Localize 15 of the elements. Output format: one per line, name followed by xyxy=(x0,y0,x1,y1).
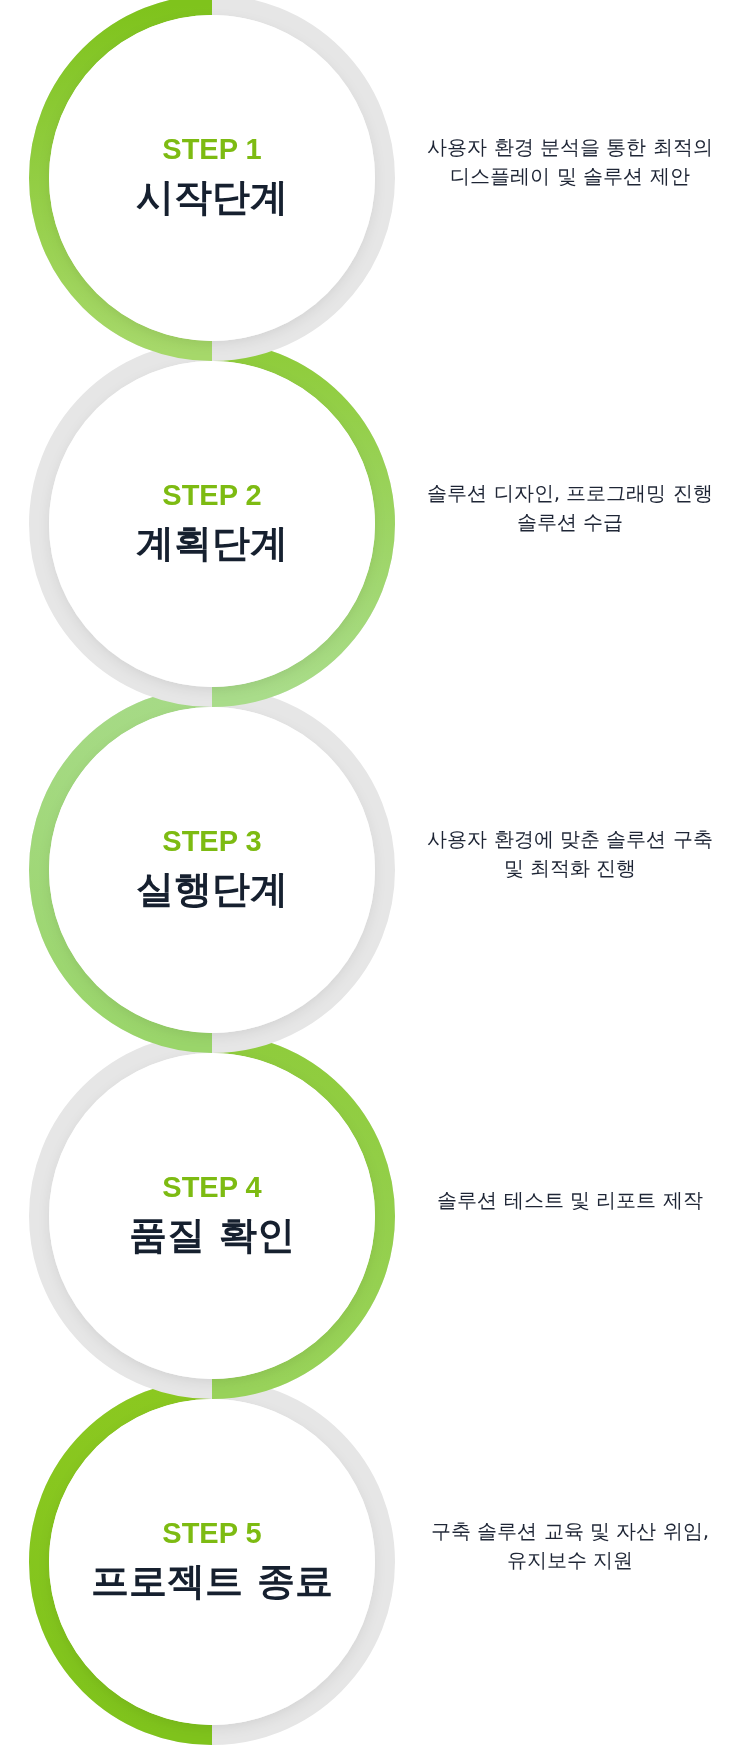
step-title: 시작단계 xyxy=(136,174,288,221)
step-number: STEP 2 xyxy=(162,479,262,512)
step-title: 실행단계 xyxy=(136,866,288,913)
step-description: 솔루션 테스트 및 리포트 제작 xyxy=(436,1186,704,1214)
step-description: 사용자 환경 분석을 통한 최적의 디스플레이 및 솔루션 제안 xyxy=(426,134,714,190)
step-number: STEP 3 xyxy=(162,825,262,858)
step-number: STEP 1 xyxy=(162,133,262,166)
step-title: 프로젝트 종료 xyxy=(91,1558,333,1605)
step-description: 사용자 환경에 맞춘 솔루션 구축 및 최적화 진행 xyxy=(426,826,714,882)
step-title: 품질 확인 xyxy=(129,1212,295,1259)
step-description: 구축 솔루션 교육 및 자산 위임, 유지보수 지원 xyxy=(429,1518,711,1574)
step-description: 솔루션 디자인, 프로그래밍 진행 솔루션 수급 xyxy=(426,480,714,536)
step-title: 계획단계 xyxy=(136,520,288,567)
step-number: STEP 5 xyxy=(162,1517,262,1550)
step-number: STEP 4 xyxy=(162,1171,262,1204)
